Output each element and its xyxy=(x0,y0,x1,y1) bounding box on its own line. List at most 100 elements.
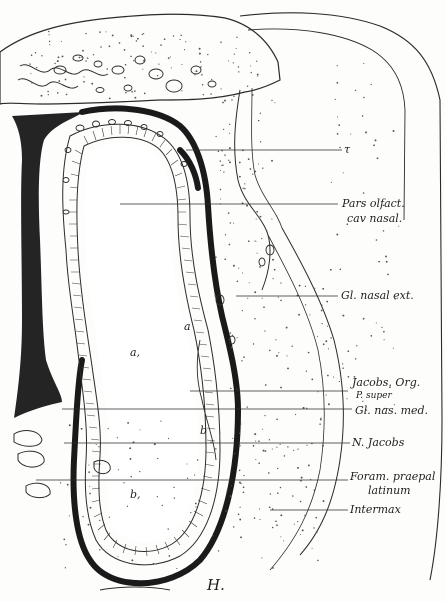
stipple-dot xyxy=(322,445,324,447)
stipple-dot xyxy=(263,306,265,308)
stipple-dot xyxy=(229,244,231,246)
stipple-dot xyxy=(229,147,231,149)
stipple-dot xyxy=(321,310,323,312)
stipple-dot xyxy=(108,428,109,429)
stipple-dot xyxy=(309,314,310,315)
stipple-dot xyxy=(143,33,144,34)
stipple-dot xyxy=(263,450,265,452)
stipple-dot xyxy=(29,63,30,64)
stipple-dot xyxy=(336,234,338,236)
stipple-dot xyxy=(250,168,252,170)
stipple-dot xyxy=(91,83,93,85)
stipple-dot xyxy=(385,256,387,258)
label-b: b xyxy=(200,424,207,437)
stipple-dot xyxy=(301,477,303,479)
stipple-dot xyxy=(323,343,325,345)
stipple-dot xyxy=(99,520,100,521)
stipple-dot xyxy=(242,273,243,274)
stipple-dot xyxy=(258,120,259,121)
stipple-dot xyxy=(260,113,261,114)
stipple-dot xyxy=(251,72,252,73)
stipple-dot xyxy=(151,51,152,52)
stipple-dot xyxy=(326,301,328,303)
stipple-dot xyxy=(63,539,65,541)
stipple-dot xyxy=(265,450,267,452)
label-b1: b, xyxy=(130,488,141,501)
stipple-dot xyxy=(327,375,329,377)
stipple-dot xyxy=(31,82,32,83)
stipple-dot xyxy=(123,482,124,483)
stipple-dot xyxy=(252,94,254,96)
label-gl-nas-med: Gl. nas. med. xyxy=(355,404,428,417)
stipple-dot xyxy=(242,310,243,311)
stipple-dot xyxy=(229,161,231,163)
stipple-dot xyxy=(265,384,267,386)
stipple-dot xyxy=(259,519,260,520)
stipple-dot xyxy=(287,446,288,447)
stipple-dot xyxy=(243,491,245,493)
stipple-dot xyxy=(249,282,250,283)
stipple-dot xyxy=(320,419,322,421)
stipple-dot xyxy=(87,57,89,59)
stipple-dot xyxy=(339,381,340,382)
stipple-dot xyxy=(292,495,294,497)
stipple-dot xyxy=(278,297,279,298)
stipple-dot xyxy=(306,371,307,372)
stipple-dot xyxy=(230,495,232,497)
stipple-dot xyxy=(223,171,224,172)
stipple-dot xyxy=(314,489,316,491)
stipple-dot xyxy=(365,131,367,133)
label-n-jacobs: N. Jacobs xyxy=(351,436,405,449)
label-a: a xyxy=(184,320,191,333)
stipple-dot xyxy=(293,450,294,451)
stipple-dot xyxy=(232,335,233,336)
stipple-dot xyxy=(99,31,101,33)
stipple-dot xyxy=(276,447,277,448)
stipple-dot xyxy=(168,438,169,439)
stipple-dot xyxy=(393,130,395,132)
stipple-dot xyxy=(257,76,258,77)
stipple-dot xyxy=(247,298,248,299)
stipple-dot xyxy=(228,160,229,161)
stipple-dot xyxy=(224,258,226,260)
stipple-dot xyxy=(248,240,250,242)
stipple-dot xyxy=(356,345,357,346)
stipple-dot xyxy=(48,31,50,33)
stipple-dot xyxy=(214,295,216,297)
stipple-dot xyxy=(203,94,204,95)
stipple-dot xyxy=(261,238,262,239)
stipple-dot xyxy=(363,63,364,64)
stipple-dot xyxy=(261,557,262,558)
stipple-dot xyxy=(274,102,275,103)
stipple-dot xyxy=(377,157,379,159)
stipple-dot xyxy=(243,188,244,189)
stipple-dot xyxy=(136,40,137,41)
nasal-cavity-lumen xyxy=(85,143,198,542)
stipple-dot xyxy=(240,423,241,424)
stipple-dot xyxy=(328,403,330,405)
stipple-dot xyxy=(62,55,64,57)
stipple-dot xyxy=(317,336,318,337)
stipple-dot xyxy=(257,74,259,76)
septum xyxy=(12,112,84,418)
stipple-dot xyxy=(105,31,106,32)
stipple-dot xyxy=(333,377,334,378)
stipple-dot xyxy=(109,517,110,518)
stipple-dot xyxy=(304,515,306,517)
stipple-dot xyxy=(118,556,119,557)
stipple-dot xyxy=(370,335,372,337)
stipple-dot xyxy=(338,124,340,126)
stipple-dot xyxy=(174,497,175,498)
stipple-dot xyxy=(194,74,195,75)
stipple-dot xyxy=(383,230,385,232)
stipple-dot xyxy=(262,168,263,169)
stipple-dot xyxy=(272,278,273,279)
stipple-dot xyxy=(271,219,272,220)
stipple-dot xyxy=(247,85,248,86)
stipple-dot xyxy=(239,519,241,521)
stipple-dot xyxy=(184,49,185,50)
stipple-dot xyxy=(223,129,224,130)
stipple-dot xyxy=(337,133,339,135)
stipple-dot xyxy=(224,154,225,155)
